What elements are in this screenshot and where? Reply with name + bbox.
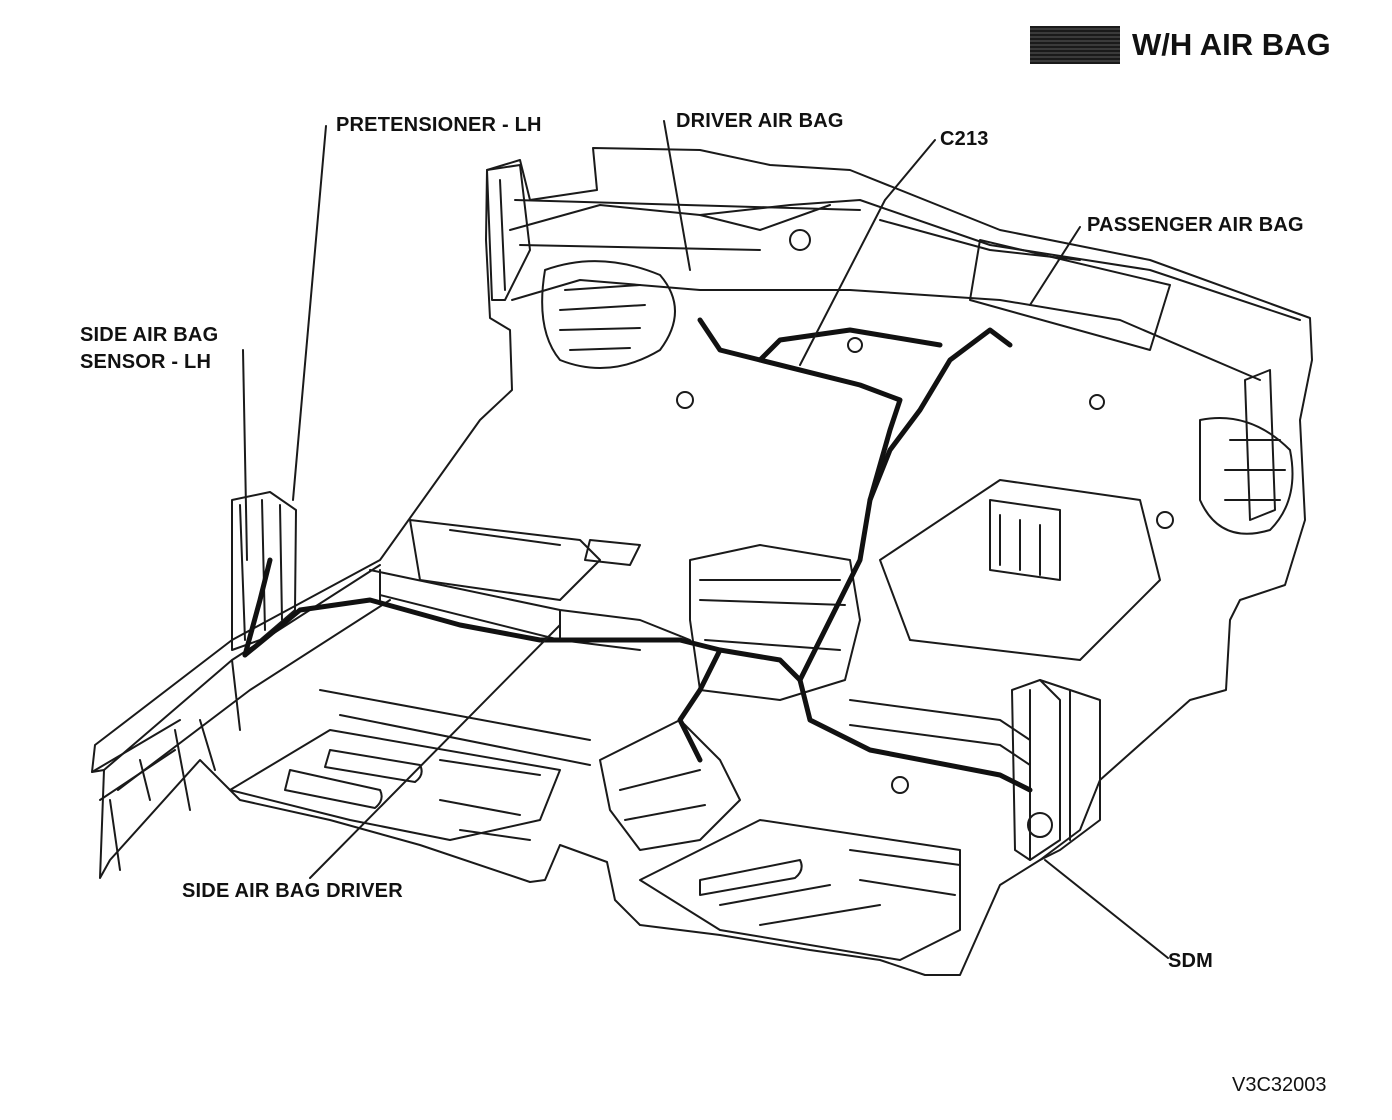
center-tunnel [689, 544, 861, 701]
label-side-air-bag-sensor-line1: SIDE AIR BAG [80, 324, 219, 346]
air-bag-wiring-harness [242, 317, 1033, 793]
tunnel-rear [599, 719, 741, 851]
left-sill-detail [91, 719, 216, 801]
front-floor-right [879, 479, 1161, 661]
mount-hole [1156, 511, 1174, 529]
leader-c213 [799, 139, 936, 366]
right-a-pillar [1244, 369, 1276, 521]
label-c213: C213 [940, 128, 989, 150]
mount-hole [676, 391, 694, 409]
rear-floor-left [229, 729, 561, 841]
rear-floor-left-ribs [284, 749, 541, 841]
right-wheelhouse [1199, 417, 1294, 535]
label-sdm: SDM [1168, 950, 1214, 972]
label-side-air-bag-sensor-line2: SENSOR - LH [80, 351, 212, 373]
rear-crossmember [319, 689, 591, 766]
leader-lines [242, 120, 1169, 959]
mount-hole [789, 229, 811, 251]
mount-hole [847, 337, 863, 353]
left-b-pillar [231, 491, 297, 651]
left-rocker [103, 564, 391, 871]
leader-passenger-air-bag [1029, 226, 1081, 306]
figure-id: V3C32003 [1232, 1074, 1327, 1096]
right-b-pillar [1011, 679, 1061, 861]
label-pretensioner-lh: PRETENSIONER - LH [336, 114, 542, 136]
right-floor-ribs [999, 514, 1041, 576]
left-wheelhouse-ribs [559, 284, 646, 351]
rear-floor-right-ribs [699, 849, 961, 926]
floor-outline [91, 147, 1313, 976]
left-a-pillar [486, 164, 531, 301]
front-crossmember-right [849, 699, 1031, 766]
front-floor-left [409, 519, 641, 601]
left-wheelhouse [541, 260, 676, 369]
leader-pretensioner-lh [292, 125, 327, 501]
mount-hole [1089, 394, 1105, 410]
label-passenger-air-bag: PASSENGER AIR BAG [1087, 214, 1304, 236]
label-side-air-bag-driver: SIDE AIR BAG DRIVER [182, 880, 403, 902]
mount-hole [1027, 812, 1053, 838]
leader-driver-air-bag [663, 120, 691, 271]
harness-legend-swatch [1030, 26, 1120, 64]
right-rocker [1029, 679, 1101, 861]
label-driver-air-bag: DRIVER AIR BAG [676, 110, 844, 132]
leader-sdm [1044, 859, 1169, 959]
leader-side-air-bag-driver [309, 624, 561, 879]
leader-side-air-bag-sensor [242, 349, 248, 561]
dash-crossmember [514, 199, 1081, 261]
rear-floor-right [639, 819, 961, 961]
passenger-airbag-module [969, 239, 1171, 351]
mount-hole [891, 776, 909, 794]
harness-legend-label: W/H AIR BAG [1132, 27, 1331, 62]
firewall [509, 199, 1301, 381]
